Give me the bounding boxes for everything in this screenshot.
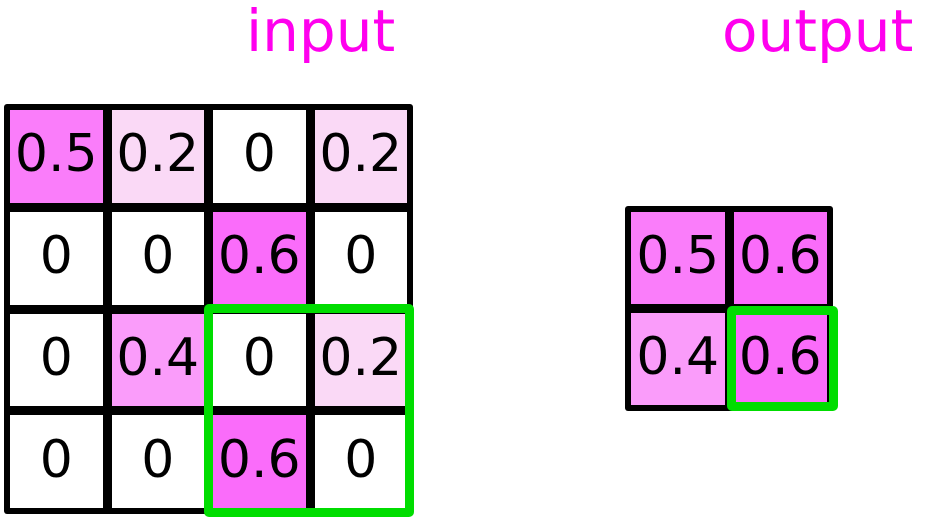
output-cell-r2c1: 0.4 — [631, 313, 725, 405]
input-cell-value: 0 — [242, 124, 276, 185]
input-cell-value: 0.2 — [319, 124, 403, 185]
input-cell-value: 0.6 — [217, 226, 301, 287]
input-cell-r1c2: 0.2 — [111, 110, 204, 203]
output-cell-value: 0.5 — [636, 226, 720, 286]
input-cell-r2c2: 0 — [111, 211, 204, 305]
input-cell-r1c3: 0 — [213, 110, 306, 203]
input-cell-value: 0.2 — [319, 327, 403, 388]
input-cell-r3c1: 0 — [10, 313, 103, 407]
input-cell-r2c4: 0 — [314, 211, 407, 305]
output-cell-value: 0.6 — [738, 226, 822, 286]
output-panel-label: output — [722, 0, 914, 65]
input-cell-value: 0.2 — [116, 124, 200, 185]
input-cell-r3c3: 0 — [213, 313, 306, 407]
output-cell-r1c2: 0.6 — [733, 212, 827, 304]
input-panel-label: input — [246, 0, 396, 65]
input-cell-value: 0 — [141, 429, 175, 490]
input-matrix: 0.5 0.2 0 0.2 0 0 0.6 0 0 0.4 0 0.2 0 0 0.6 0 — [4, 104, 413, 514]
input-cell-r2c3: 0.6 — [213, 211, 306, 305]
input-cell-value: 0 — [39, 429, 73, 490]
input-cell-r4c4: 0 — [314, 415, 407, 508]
output-cell-r1c1: 0.5 — [631, 212, 725, 304]
input-cell-value: 0 — [242, 327, 276, 388]
input-cell-value: 0.5 — [14, 124, 98, 185]
output-cell-value: 0.6 — [738, 327, 822, 387]
input-cell-value: 0 — [141, 226, 175, 287]
input-cell-r4c3: 0.6 — [213, 415, 306, 508]
output-cell-value: 0.4 — [636, 327, 720, 387]
output-cell-r2c2: 0.6 — [733, 313, 827, 405]
input-cell-r1c1: 0.5 — [10, 110, 103, 203]
input-cell-value: 0 — [39, 226, 73, 287]
input-cell-r3c4: 0.2 — [314, 313, 407, 407]
input-cell-r3c2: 0.4 — [111, 313, 204, 407]
input-cell-value: 0 — [39, 327, 73, 388]
input-cell-r4c1: 0 — [10, 415, 103, 508]
input-cell-value: 0.6 — [217, 429, 301, 490]
input-cell-r1c4: 0.2 — [314, 110, 407, 203]
input-cell-value: 0.4 — [116, 327, 200, 388]
input-cell-value: 0 — [344, 226, 378, 287]
input-cell-r2c1: 0 — [10, 211, 103, 305]
input-cell-value: 0 — [344, 429, 378, 490]
input-cell-r4c2: 0 — [111, 415, 204, 508]
output-matrix: 0.5 0.6 0.4 0.6 — [625, 206, 833, 411]
